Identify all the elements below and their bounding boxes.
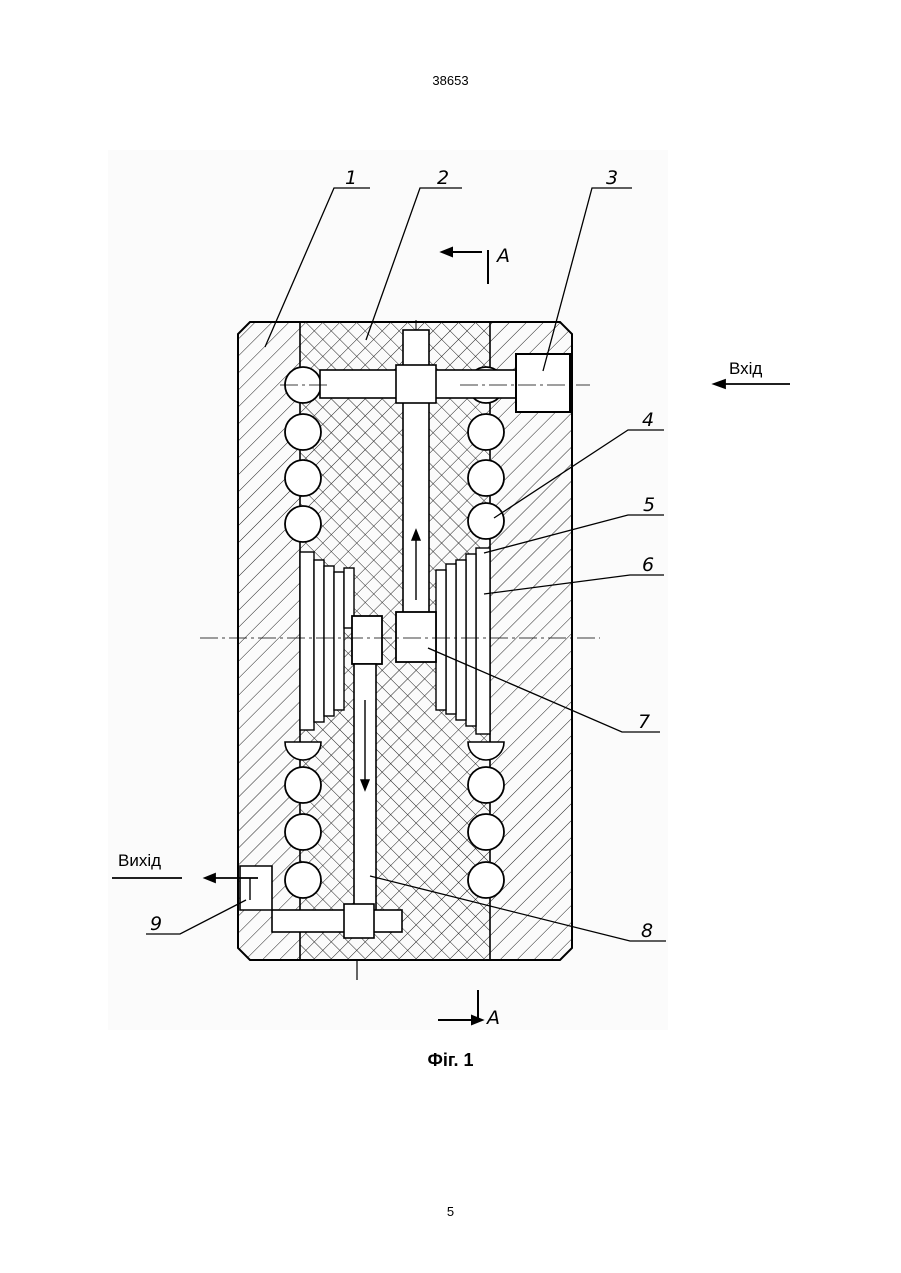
callout-8: 8 <box>641 920 653 942</box>
callout-4: 4 <box>642 409 654 431</box>
callout-5: 5 <box>643 494 655 516</box>
callout-2: 2 <box>437 167 449 189</box>
outlet-label: Вихід <box>118 851 161 870</box>
page-number: 5 <box>0 1204 901 1219</box>
spring-stack-right <box>436 548 490 734</box>
callout-1: 1 <box>345 167 357 189</box>
callout-3: 3 <box>606 167 618 189</box>
callout-6: 6 <box>642 554 654 576</box>
inlet-fitting <box>516 354 570 412</box>
callout-7: 7 <box>638 711 650 733</box>
outlet-channel <box>240 866 272 910</box>
figure-caption: Фіг. 1 <box>0 1050 901 1071</box>
section-label-bottom: А <box>485 1007 500 1029</box>
section-label-top: А <box>495 245 510 267</box>
inlet-label: Вхід <box>729 359 762 378</box>
callout-9: 9 <box>150 913 162 935</box>
